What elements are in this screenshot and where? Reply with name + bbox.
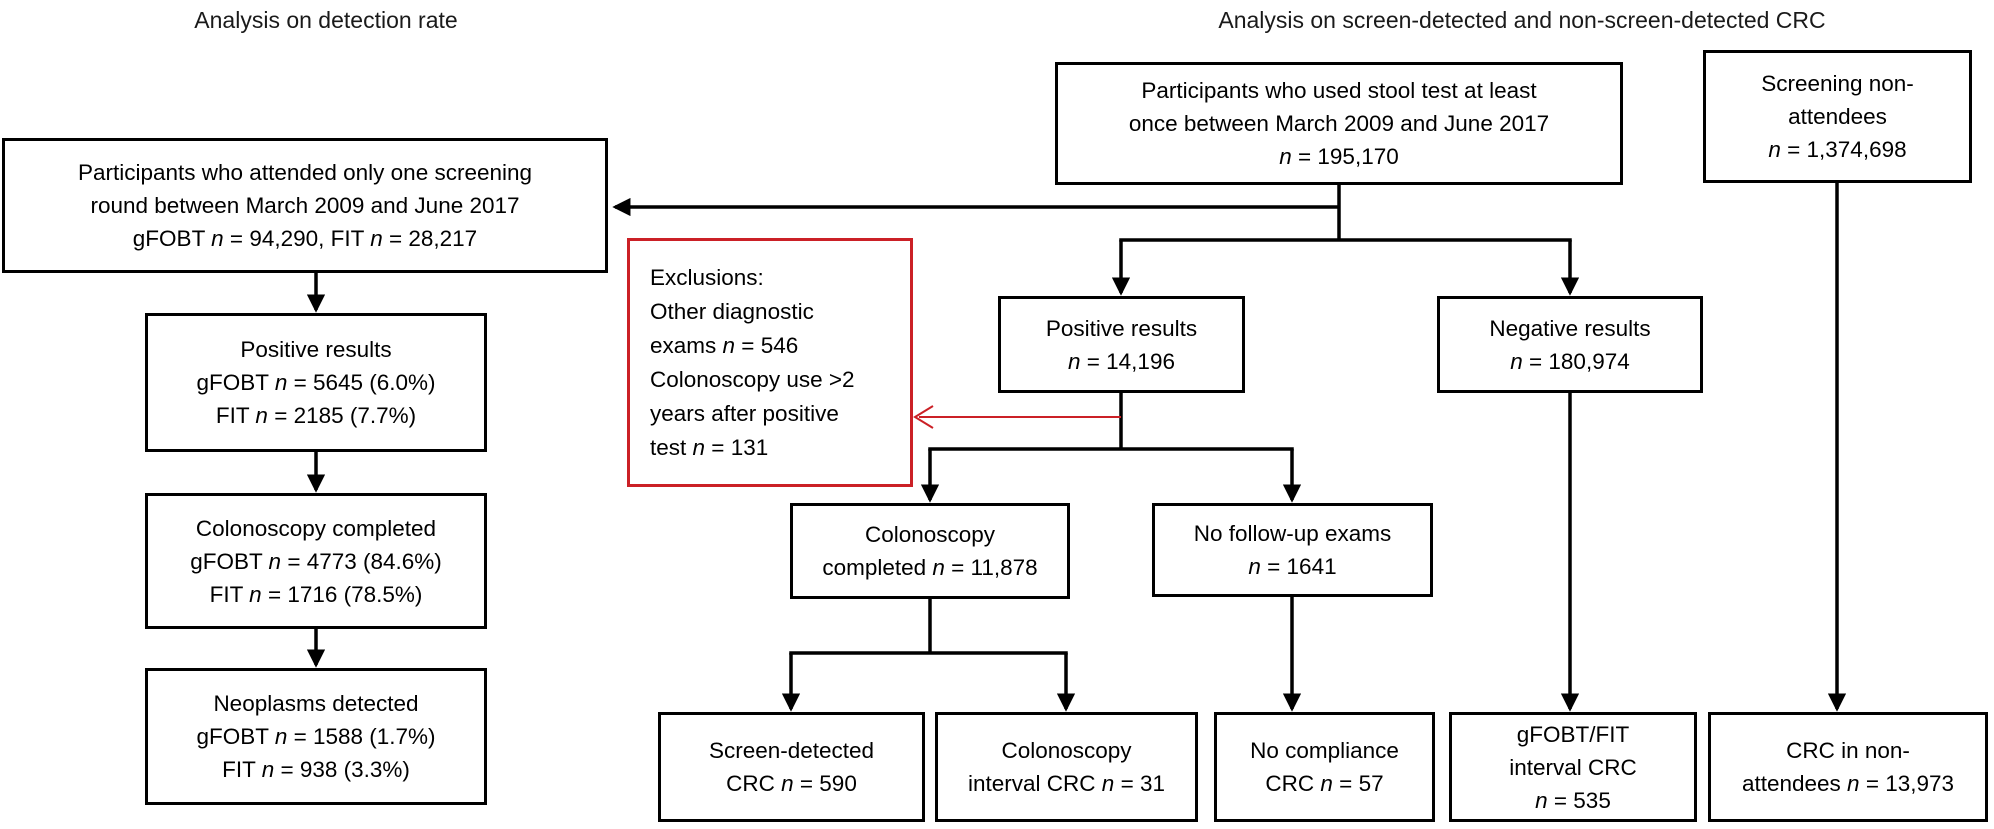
box-stool-test-participants-text: Participants who used stool test at leas… [1128,78,1550,169]
box-attended-one-round-text: Participants who attended only one scree… [77,160,533,251]
box-attended-one-round: Participants who attended only one scree… [2,138,608,273]
title-screen-detected-text: Analysis on screen-detected and non-scre… [1218,7,1826,33]
title-detection-rate-text: Analysis on detection rate [194,7,458,33]
box-crc-in-non-attendees: CRC in non-attendees n = 13,973 [1708,712,1988,822]
box-stool-test-participants: Participants who used stool test at leas… [1055,62,1623,185]
title-detection-rate: Analysis on detection rate [26,6,626,34]
title-screen-detected: Analysis on screen-detected and non-scre… [1122,6,1922,34]
box-crc-in-non-attendees-text: CRC in non-attendees n = 13,973 [1741,738,1955,796]
exclusions-arrowhead [913,405,934,429]
